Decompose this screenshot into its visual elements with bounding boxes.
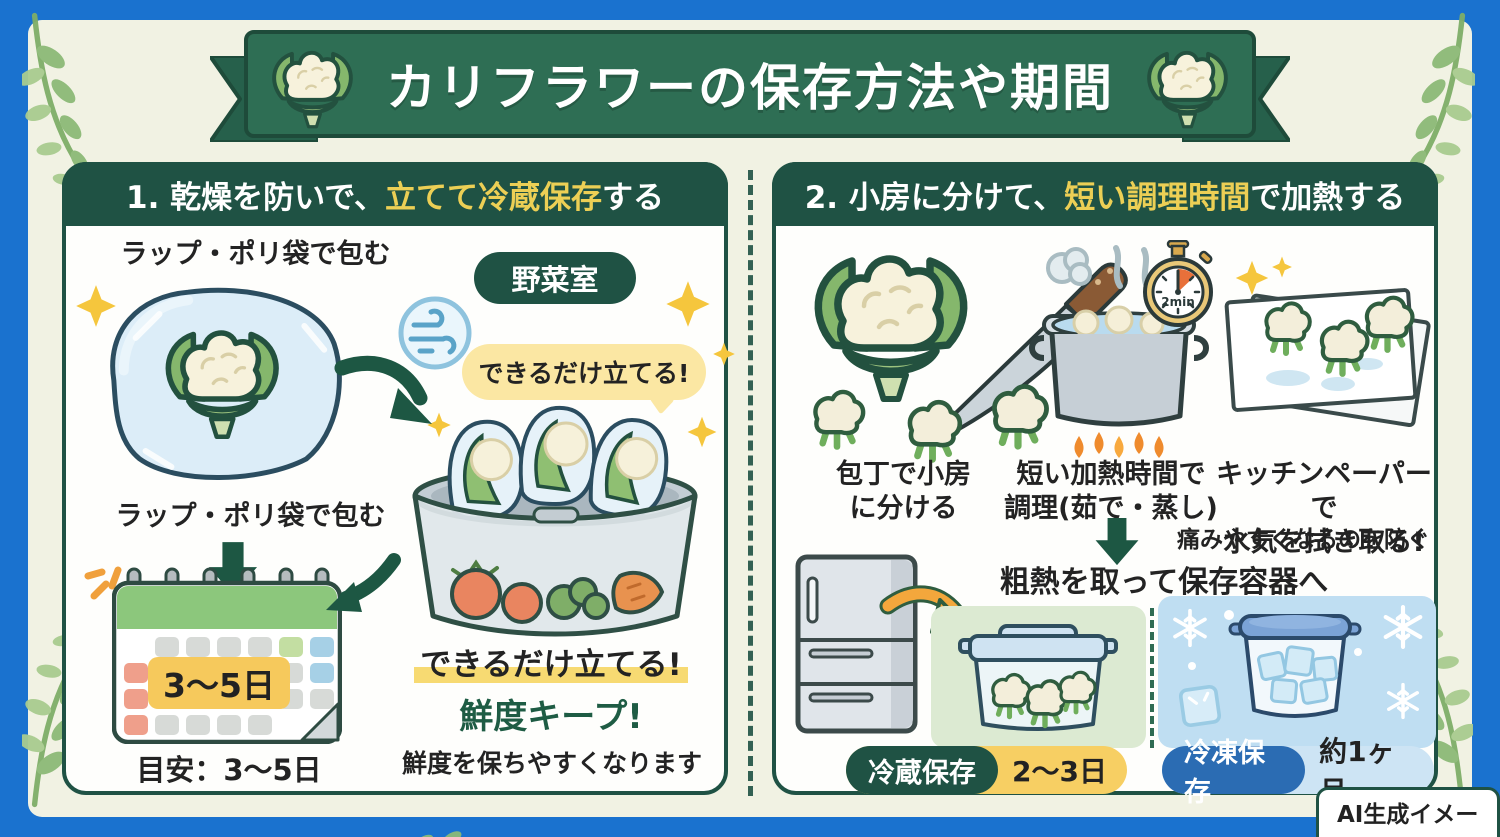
title-band: カリフラワーの保存方法や期間: [244, 30, 1256, 138]
timer-label: 2min: [1161, 295, 1195, 309]
heading-highlight: 立てて冷蔵保存: [384, 179, 602, 216]
heading-suffix: で加熱する: [1250, 179, 1406, 216]
storage-duration-note: 目安：3〜5日: [136, 753, 322, 787]
heading-suffix: する: [601, 179, 664, 216]
heading-prefix: 1. 乾燥を防いで、: [126, 179, 385, 216]
fridge-storage-panel: [931, 606, 1146, 748]
panel-divider: [748, 170, 753, 796]
flame-icon: [1074, 432, 1164, 458]
calendar-duration-label: 3〜5日: [163, 666, 275, 705]
fridge-duration-badge: 冷蔵保存 2〜3日: [846, 746, 1127, 794]
freezer-duration-badge: 冷凍保存 約1ヶ月: [1162, 735, 1434, 808]
cook-panel: 2. 小房に分けて、短い調理時間で加熱する: [772, 162, 1438, 808]
sparkle-icon: [713, 342, 735, 366]
step3-caption-line1: キッチンペーパーで: [1216, 459, 1432, 524]
step1-caption-line1: 包丁で小房: [836, 459, 971, 490]
refrigerate-panel: 1. 乾燥を防いで、立てて冷蔵保存する ラップ・ポリ袋で包む ラップ・ポリ袋で包…: [62, 162, 735, 795]
stand-upright-caption: できるだけ立てる!: [404, 646, 698, 685]
page-title: カリフラワーの保存方法や期間: [386, 59, 1114, 117]
curved-arrow-icon: [334, 355, 432, 424]
storage-divider: [1150, 608, 1154, 748]
freezer-storage-panel: [1158, 596, 1436, 748]
timer-icon: 2min: [1143, 240, 1213, 327]
snowflake-icon: [1173, 608, 1207, 648]
storage-container-illustration: [958, 624, 1118, 731]
step1-caption: 包丁で小房 に分ける: [806, 458, 1001, 526]
paper-towel-illustration: [1224, 256, 1431, 428]
calendar-illustration: 3〜5日: [111, 567, 343, 745]
fridge-badge-value: 2〜3日: [1012, 755, 1107, 788]
down-arrow-icon: [1095, 518, 1139, 566]
step2-caption: 短い加熱時間で 調理(茹で・蒸し): [1001, 458, 1221, 526]
container-heading: 粗熱を取って保存容器へ: [999, 565, 1329, 600]
calendar-icon: [111, 567, 343, 745]
cauliflower-icon: [272, 50, 353, 129]
wrap-label-top: ラップ・ポリ袋で包む: [120, 239, 391, 270]
ai-generated-badge: AI生成イメージ: [1316, 787, 1500, 837]
wind-icon: [398, 296, 472, 370]
curved-arrow-icon: [326, 553, 401, 612]
step1-caption-line2: に分ける: [849, 492, 958, 524]
vegetable-room-badge: 野菜室: [474, 252, 636, 304]
sparkle-icon: [666, 281, 710, 327]
snowflake-icon: [1380, 604, 1426, 650]
ice-cube-icon: [1178, 684, 1222, 728]
freshness-note: 鮮度を保ちやすくなります: [401, 749, 702, 778]
wrapped-cauliflower-illustration: [110, 287, 342, 480]
step3-caption-line2: 水気を拭き取る!: [1223, 526, 1425, 558]
snow-dot: [1224, 610, 1234, 620]
stand-upright-bubble: できるだけ立てる!: [462, 344, 706, 400]
heading-highlight: 短い調理時間: [1064, 179, 1251, 216]
cauliflower-icon: [1147, 50, 1228, 129]
freshness-title: 鮮度キープ!: [459, 697, 643, 737]
paper-note: 痛みやすくなるのを防ぐ: [1177, 527, 1430, 553]
fridge-badge-label: 冷蔵保存: [846, 746, 998, 794]
right-panel-heading: 2. 小房に分けて、短い調理時間で加熱する: [772, 162, 1438, 226]
freezer-container-illustration: [1228, 614, 1362, 718]
heading-prefix: 2. 小房に分けて、: [804, 179, 1065, 216]
vegetable-drawer-illustration: [412, 405, 698, 637]
stand-upright-caption-text: できるだけ立てる!: [414, 647, 688, 683]
emphasis-dashes-icon: [84, 566, 122, 600]
left-panel-heading: 1. 乾燥を防いで、立てて冷蔵保存する: [62, 162, 728, 226]
snow-dot: [1354, 648, 1362, 656]
freezer-badge-label: 冷凍保存: [1162, 738, 1306, 808]
snow-dot: [1188, 662, 1196, 670]
snowflake-icon: [1387, 682, 1419, 720]
step3-caption: キッチンペーパーで 水気を拭き取る!: [1206, 458, 1442, 559]
step2-caption-line1: 短い加熱時間で: [1016, 459, 1206, 490]
wrap-label-bottom: ラップ・ポリ袋で包む: [115, 501, 386, 532]
title-ribbon: カリフラワーの保存方法や期間: [210, 26, 1290, 144]
